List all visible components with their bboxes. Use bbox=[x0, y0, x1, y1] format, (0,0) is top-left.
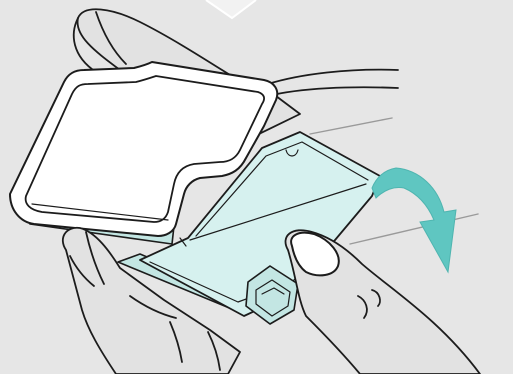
curved-arrow-down-right-icon bbox=[372, 168, 456, 272]
chevron-down-icon bbox=[206, 0, 256, 18]
cable bbox=[268, 70, 398, 96]
